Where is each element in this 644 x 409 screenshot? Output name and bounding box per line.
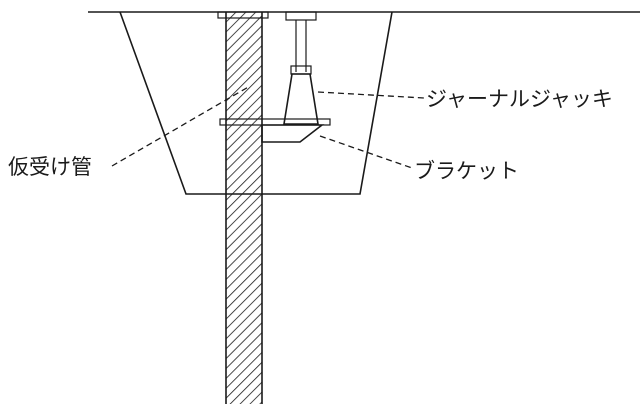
- pit-outline: [119, 11, 393, 195]
- journal-jack: [283, 20, 319, 125]
- jack-top-fitting: [285, 11, 317, 21]
- label-temporary-pipe: 仮受け管: [8, 155, 92, 179]
- leader-bracket: [319, 135, 413, 169]
- top-clamp-plate: [217, 11, 269, 19]
- leader-temporary-pipe: [111, 85, 251, 167]
- leader-journal-jack: [317, 91, 425, 99]
- label-journal-jack: ジャーナルジャッキ: [426, 87, 613, 111]
- bracket: [219, 118, 331, 143]
- temporary-pipe: [225, 12, 263, 404]
- label-bracket: ブラケット: [414, 159, 519, 183]
